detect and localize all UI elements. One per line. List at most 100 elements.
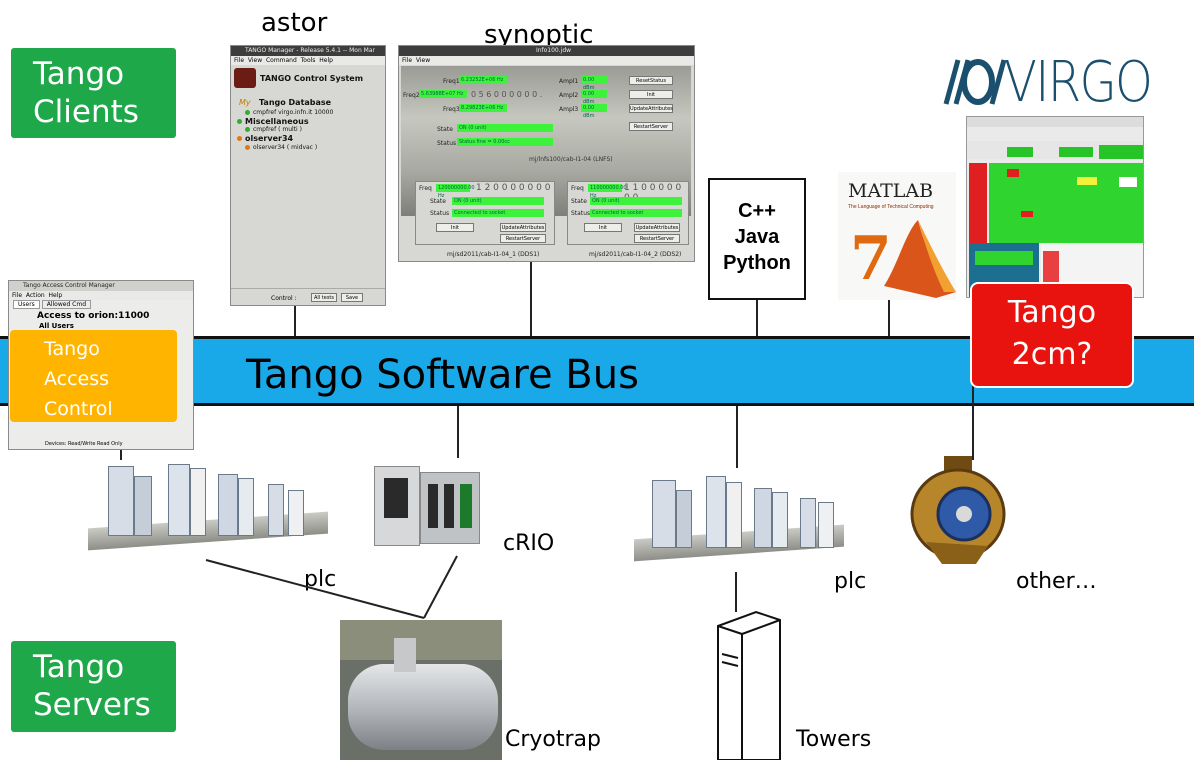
astor-menu-command[interactable]: Command <box>265 57 297 64</box>
astor-menubar: File View Command Tools Help <box>231 56 385 65</box>
synoptic-connector <box>530 262 532 338</box>
astor-menu-view[interactable]: View <box>247 57 263 64</box>
access-control-box: Tango Access Control <box>10 330 177 422</box>
lang-python: Python <box>723 252 791 274</box>
astor-titlebar: TANGO Manager - Release 5.4.1 -- Mon Mar <box>231 46 385 56</box>
server-tower-icon <box>717 610 781 760</box>
astor-db-host[interactable]: cmpfref virgo.infn.it 10000 <box>245 109 333 116</box>
matlab-logo: MATLAB <box>848 180 934 202</box>
access-control-line1: Tango <box>44 338 100 360</box>
tango-2cm-line2: 2cm? <box>1011 337 1093 372</box>
astor-misc[interactable]: Miscellaneous <box>237 117 309 126</box>
dds1-init-button[interactable]: Init <box>436 223 474 232</box>
access-header: Access to orion:11000 <box>37 311 150 321</box>
astor-menu-tools[interactable]: Tools <box>300 57 316 64</box>
synoptic-menubar: File View <box>399 56 694 65</box>
tango-dancer-icon <box>234 68 256 88</box>
astor-menu-file[interactable]: File <box>234 57 245 64</box>
virgo-logo-icon <box>943 59 1006 105</box>
astor-db-label: Tango Database <box>259 98 332 107</box>
status-dot-icon <box>245 127 250 132</box>
dds2-panel: Freq 110000000.00 Hz 1 1 0 0 0 0 0 0 0 .… <box>567 181 689 245</box>
dds1-update-button[interactable]: UpdateAttributes <box>500 223 546 232</box>
astor-menu-help[interactable]: Help <box>319 57 333 64</box>
freq3-label: Freq3 <box>443 106 460 113</box>
tango-2cm-box: Tango 2cm? <box>972 284 1132 386</box>
access-all-users[interactable]: All Users <box>39 322 74 330</box>
ampl1-label: Ampl1 <box>559 78 579 85</box>
access-control-line3: Control <box>44 398 113 420</box>
astor-window: TANGO Manager - Release 5.4.1 -- Mon Mar… <box>230 45 386 306</box>
tango-clients-line1: Tango <box>33 56 125 92</box>
dds1-freq-label: Freq <box>419 185 432 192</box>
synoptic-titlebar: Info100.jdw <box>399 46 694 56</box>
dds2-update-button[interactable]: UpdateAttributes <box>634 223 680 232</box>
update-attributes-button[interactable]: UpdateAttributes <box>629 104 673 113</box>
plc-right-image <box>634 468 844 572</box>
dds1-state-field: ON (0 unit) <box>452 197 544 205</box>
plc-left-image <box>88 460 328 560</box>
ampl2-field: 0.00 dBm <box>581 90 607 105</box>
languages-connector <box>756 300 758 338</box>
bus-label: Tango Software Bus <box>246 352 639 398</box>
access-titlebar: Tango Access Control Manager <box>9 281 193 291</box>
access-menu-help[interactable]: Help <box>48 292 63 299</box>
status-label: Status <box>437 140 457 147</box>
tab-users[interactable]: Users <box>13 300 40 309</box>
matlab-version: 7 <box>850 224 892 294</box>
dds1-state-label: State <box>430 198 446 205</box>
lang-cpp: C++ <box>738 200 776 222</box>
dds2-init-button[interactable]: Init <box>584 223 622 232</box>
access-menu-file[interactable]: File <box>12 292 23 299</box>
dds2-freq-label: Freq <box>571 185 584 192</box>
other-connector <box>972 380 974 460</box>
init-button[interactable]: Init <box>629 90 673 99</box>
tab-allowed-cmd[interactable]: Allowed Cmd <box>41 300 92 309</box>
crio-image <box>374 462 484 558</box>
reset-status-button[interactable]: ResetStatus <box>629 76 673 85</box>
dds2-path: mj/sd2011/cab-I1-04_2 (DDS2) <box>589 251 682 258</box>
synoptic-menu-file[interactable]: File <box>402 57 413 64</box>
lang-java: Java <box>734 226 780 248</box>
astor-misc-item[interactable]: cmpfref ( multi ) <box>245 126 302 133</box>
astor-connector <box>294 306 296 338</box>
dds1-restart-button[interactable]: RestartServer <box>500 234 546 243</box>
dds2-status-label: Status <box>571 210 591 217</box>
matlab-tagline: The Language of Technical Computing <box>848 204 934 210</box>
access-menu-action[interactable]: Action <box>25 292 45 299</box>
synoptic-menu-view[interactable]: View <box>415 57 431 64</box>
save-button[interactable]: Save <box>341 293 363 302</box>
freq1-field: 6.23252E+06 Hz <box>459 76 507 84</box>
status-dot-icon <box>245 145 250 150</box>
virgo-dashboard-screenshot <box>966 116 1144 298</box>
freq3-field: 8.29823E+06 Hz <box>459 104 507 112</box>
crio-label: cRIO <box>503 531 555 556</box>
virgo-logo-text: VIRGO <box>1004 50 1153 115</box>
pump-icon <box>910 456 1006 564</box>
dds2-state-label: State <box>571 198 587 205</box>
ampl3-label: Ampl3 <box>559 106 579 113</box>
device-path: mj/lnfs100/cab-I1-04 (LNFS) <box>529 156 613 163</box>
restart-server-button[interactable]: RestartServer <box>629 122 673 131</box>
astor-footer: Control : All tests Save <box>231 288 385 305</box>
matlab-connector <box>888 300 890 350</box>
dds2-restart-button[interactable]: RestartServer <box>634 234 680 243</box>
astor-server[interactable]: olserver34 <box>237 134 293 143</box>
freq2-digits: 0 5 6 0 0 0 0 0 0 . <box>471 90 543 99</box>
astor-server-item[interactable]: olserver34 ( midvac ) <box>245 144 317 151</box>
freq1-label: Freq1 <box>443 78 460 85</box>
dds1-status-field: Connected to socket <box>452 209 544 217</box>
ampl3-field: 0.00 dBm <box>581 104 607 119</box>
languages-box: C++ Java Python <box>708 178 806 300</box>
freq2-label: Freq2 <box>403 92 420 99</box>
access-menubar: File Action Help <box>9 291 193 300</box>
towers-label: Towers <box>796 727 872 752</box>
access-control-line2: Access <box>44 368 110 390</box>
astor-caption: astor <box>261 8 328 38</box>
tango-clients-line2: Clients <box>33 94 139 130</box>
dds1-panel: Freq 120000000.00 Hz 1 2 0 0 0 0 0 0 0 .… <box>415 181 555 245</box>
status-dot-icon <box>237 136 242 141</box>
dds2-status-field: Connected to socket <box>590 209 682 217</box>
all-tests-button[interactable]: All tests <box>311 293 337 302</box>
